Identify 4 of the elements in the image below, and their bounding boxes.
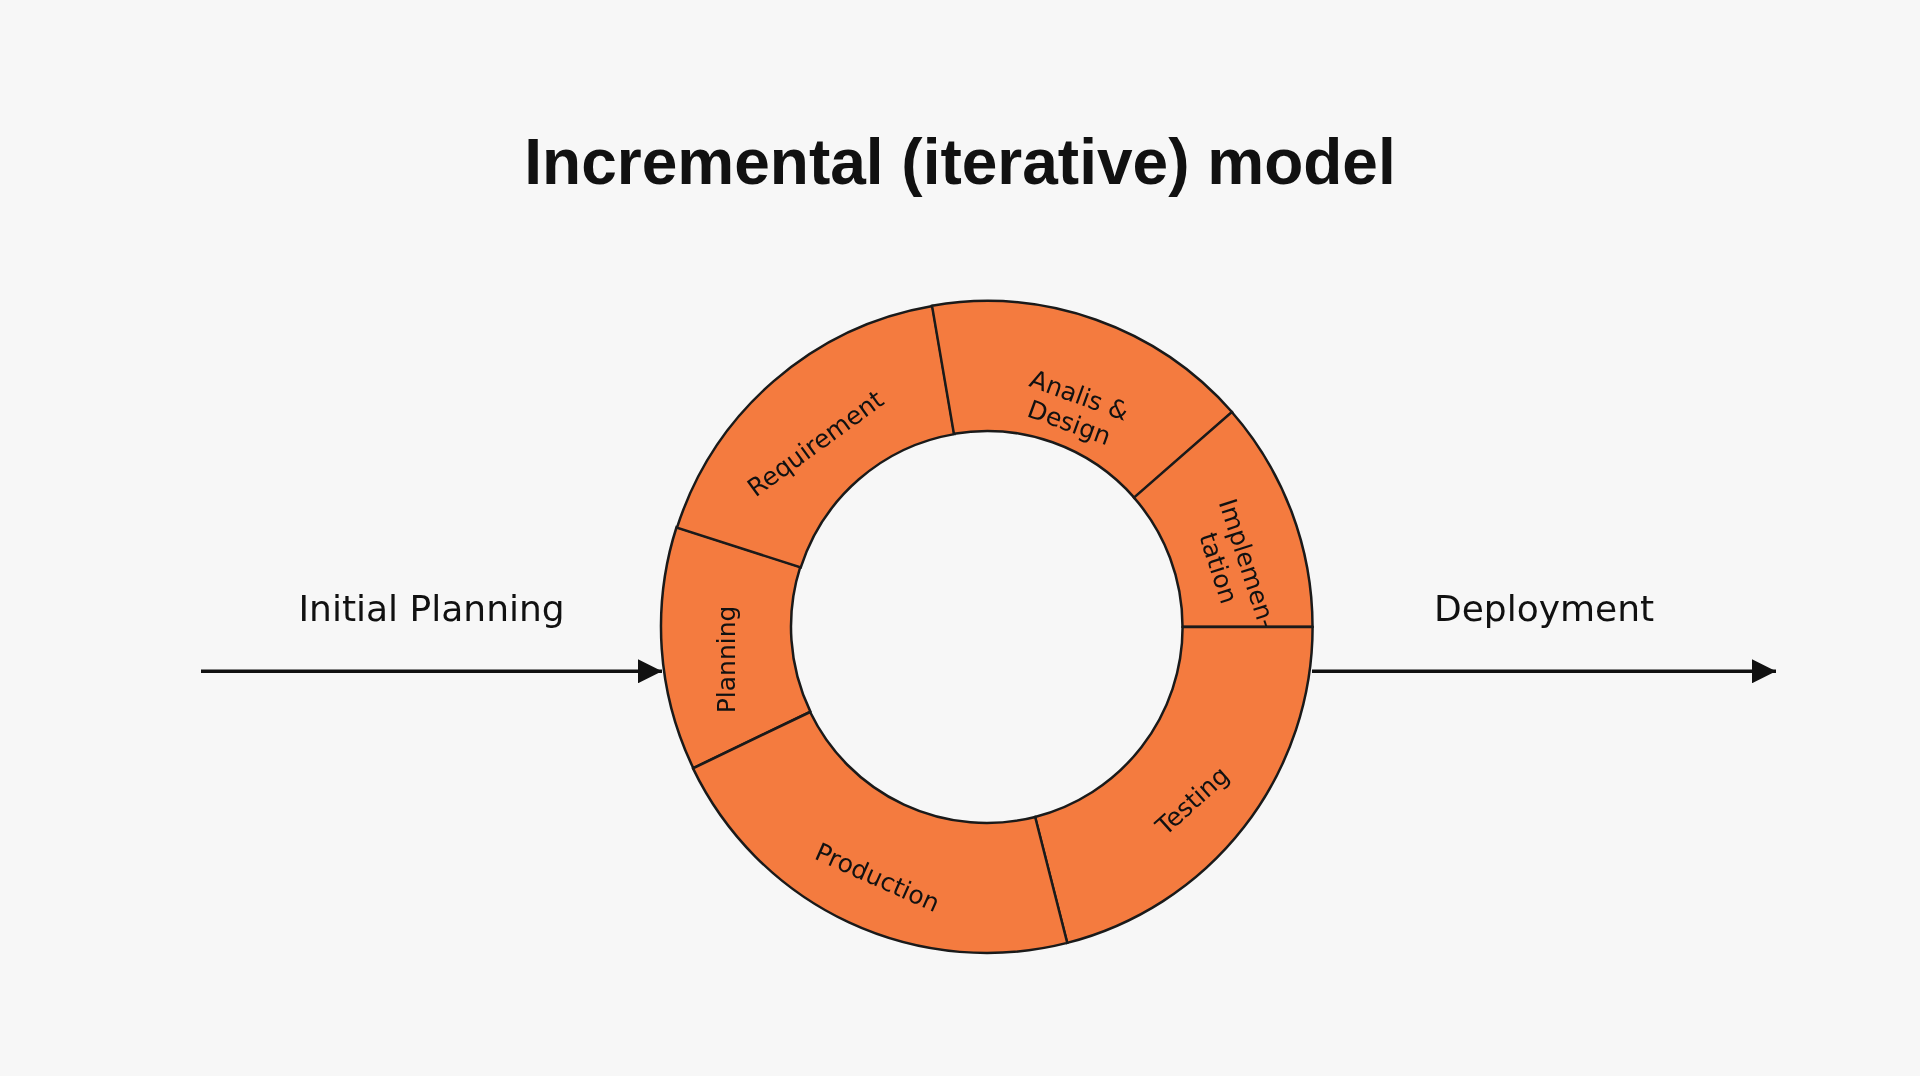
segment-label: Planning — [712, 604, 741, 716]
arrow — [201, 659, 662, 684]
title: Incremental (iterative) model — [523, 125, 1397, 199]
arrow — [1312, 659, 1776, 684]
